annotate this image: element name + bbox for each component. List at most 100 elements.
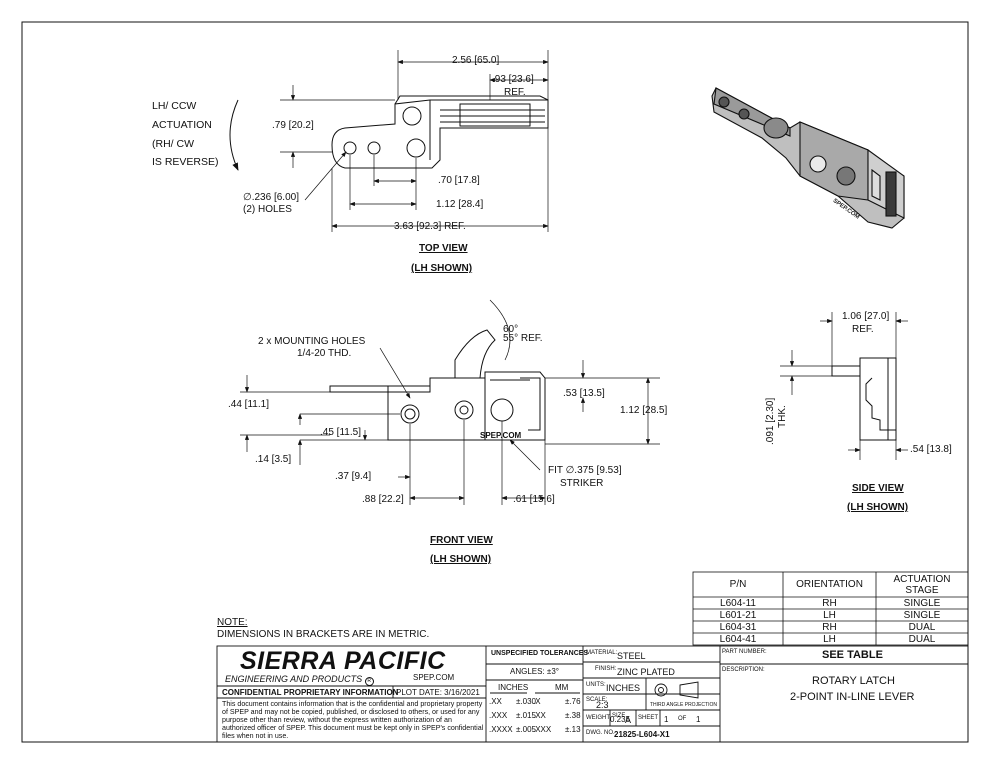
material-label: MATERIAL:	[586, 650, 618, 656]
dim-hole-diameter: ∅.236 [6.00]	[243, 192, 299, 203]
side-view-title: SIDE VIEW	[852, 483, 904, 494]
front-view-title: FRONT VIEW	[430, 535, 493, 546]
isometric-view	[711, 87, 905, 229]
dim-front-h: 1.12 [28.5]	[620, 405, 668, 416]
tolerance-cell: .XXXX	[489, 725, 513, 734]
confidential-text: This document contains information that …	[222, 700, 484, 740]
pn-cell: RH	[822, 621, 837, 633]
pn-cell: DUAL	[908, 633, 936, 645]
dim-front-g: .53 [13.5]	[563, 388, 605, 399]
front-mounting-holes: 2 x MOUNTING HOLES	[258, 336, 366, 347]
confidential-title: CONFIDENTIAL PROPRIETARY INFORMATION	[222, 688, 399, 697]
finish-value: ZINC PLATED	[617, 667, 675, 677]
dim-ref-width-ref: REF.	[504, 87, 526, 98]
part-number-value: SEE TABLE	[822, 649, 883, 661]
actuation-note-line-1: LH/ CCW	[152, 100, 197, 112]
front-view-subtitle: (LH SHOWN)	[430, 554, 492, 565]
dim-front-e: .88 [22.2]	[362, 494, 404, 505]
dim-side-thk-label: THK.	[777, 405, 788, 428]
pn-cell: L601-21	[719, 609, 757, 621]
weight-label: WEIGHT	[586, 715, 610, 721]
tolerance-cell: ±.030	[516, 697, 536, 706]
tolerance-cell: ±.76	[565, 697, 581, 706]
pn-header-orientation: ORIENTATION	[796, 579, 863, 590]
dim-hole-count: (2) HOLES	[243, 204, 292, 215]
tolerances-mm-label: MM	[555, 683, 569, 692]
company-website: SPEP.COM	[413, 673, 455, 682]
size-label: SIZE	[612, 713, 626, 719]
company-subtitle: ENGINEERING AND PRODUCTS R	[225, 675, 374, 686]
dim-side-depth: .54 [13.8]	[910, 444, 952, 455]
pn-cell: SINGLE	[903, 597, 941, 609]
pn-cell: L604-11	[720, 597, 756, 609]
top-view-part	[229, 95, 549, 171]
scale-value: 2:3	[596, 700, 609, 710]
scale-label: SCALE:	[586, 697, 608, 703]
dim-ref-width: .93 [23.6]	[492, 74, 534, 85]
tolerance-cell: .XXX	[489, 711, 508, 720]
actuation-note-line-3: (RH/ CW	[152, 138, 194, 150]
tolerances-title: UNSPECIFIED TOLERANCES	[491, 650, 589, 657]
dim-overall-width: 2.56 [65.0]	[452, 55, 500, 66]
title-block-grid	[216, 645, 969, 743]
sheet-total: 1	[696, 715, 701, 724]
dim-front-a: .44 [11.1]	[228, 399, 269, 410]
tolerance-cell: .X	[533, 697, 541, 706]
size-value: A	[625, 715, 632, 725]
tolerance-cell: ±.005	[516, 725, 536, 734]
pn-cell: RH	[822, 597, 837, 609]
sheet-label: SHEET	[638, 715, 659, 721]
dim-side-width: 1.06 [27.0]	[842, 311, 890, 322]
dim-overall-length: 3.63 [92.3] REF.	[394, 221, 466, 232]
pn-cell: SINGLE	[903, 609, 941, 621]
note-text: DIMENSIONS IN BRACKETS ARE IN METRIC.	[217, 629, 430, 640]
plot-date: PLOT DATE: 3/16/2021	[396, 688, 480, 697]
finish-label: FINISH:	[595, 666, 617, 672]
dim-hole-to-pivot: 1.12 [28.4]	[436, 199, 484, 210]
dwg-no-value: 21825-L604-X1	[614, 730, 670, 739]
actuation-note-line-2: ACTUATION	[152, 119, 212, 131]
units-label: UNITS:	[586, 682, 606, 688]
pn-cell: LH	[823, 633, 836, 645]
dwg-no-label: DWG. NO.	[586, 730, 615, 736]
pn-table-grid	[692, 571, 969, 646]
note-label: NOTE:	[217, 617, 248, 628]
projection-label: THIRD ANGLE PROJECTION	[650, 702, 717, 708]
dim-front-d: .37 [9.4]	[335, 471, 372, 482]
part-number-label: PART NUMBER:	[722, 649, 767, 655]
dim-side-thickness: .091 [2.30]	[765, 397, 776, 445]
company-name: SIERRA PACIFIC	[240, 647, 446, 675]
description-line-1: ROTARY LATCH	[812, 675, 895, 687]
front-angle-2: 55° REF.	[503, 333, 543, 344]
pn-cell: LH	[823, 609, 836, 621]
registered-mark: R	[364, 677, 374, 686]
front-view-part	[329, 329, 546, 441]
top-view-title: TOP VIEW	[419, 243, 468, 254]
pn-header-pn: P/N	[729, 579, 747, 590]
tolerance-cell: .XX	[533, 711, 546, 720]
pn-header-actuation: ACTUATION STAGE	[893, 573, 951, 596]
tolerances-angles: ANGLES: ±3°	[510, 667, 559, 676]
tolerance-cell: .XX	[489, 697, 502, 706]
sheet-value: 1	[664, 715, 669, 724]
side-view-subtitle: (LH SHOWN)	[847, 502, 909, 513]
pn-cell: L604-41	[719, 633, 757, 645]
dim-front-c: .14 [3.5]	[255, 454, 292, 465]
tolerance-cell: ±.13	[565, 725, 581, 734]
top-view-subtitle: (LH SHOWN)	[411, 263, 473, 274]
pn-cell: DUAL	[908, 621, 936, 633]
material-value: STEEL	[617, 651, 646, 661]
tolerances-inches-label: INCHES	[498, 683, 529, 692]
dim-front-f: .61 [15.6]	[513, 494, 555, 505]
dim-front-fit: FIT ∅.375 [9.53]	[548, 465, 622, 476]
actuation-note-line-4: IS REVERSE)	[152, 156, 219, 168]
side-view-part	[831, 357, 897, 441]
dim-front-striker: STRIKER	[560, 478, 604, 489]
units-value: INCHES	[606, 683, 641, 693]
weight-value: 0.235	[610, 715, 631, 724]
front-thread: 1/4-20 THD.	[297, 348, 352, 359]
dim-hole-spacing: .70 [17.8]	[438, 175, 480, 186]
description-line-2: 2-POINT IN-LINE LEVER	[790, 691, 915, 703]
tolerance-cell: ±.015	[516, 711, 536, 720]
